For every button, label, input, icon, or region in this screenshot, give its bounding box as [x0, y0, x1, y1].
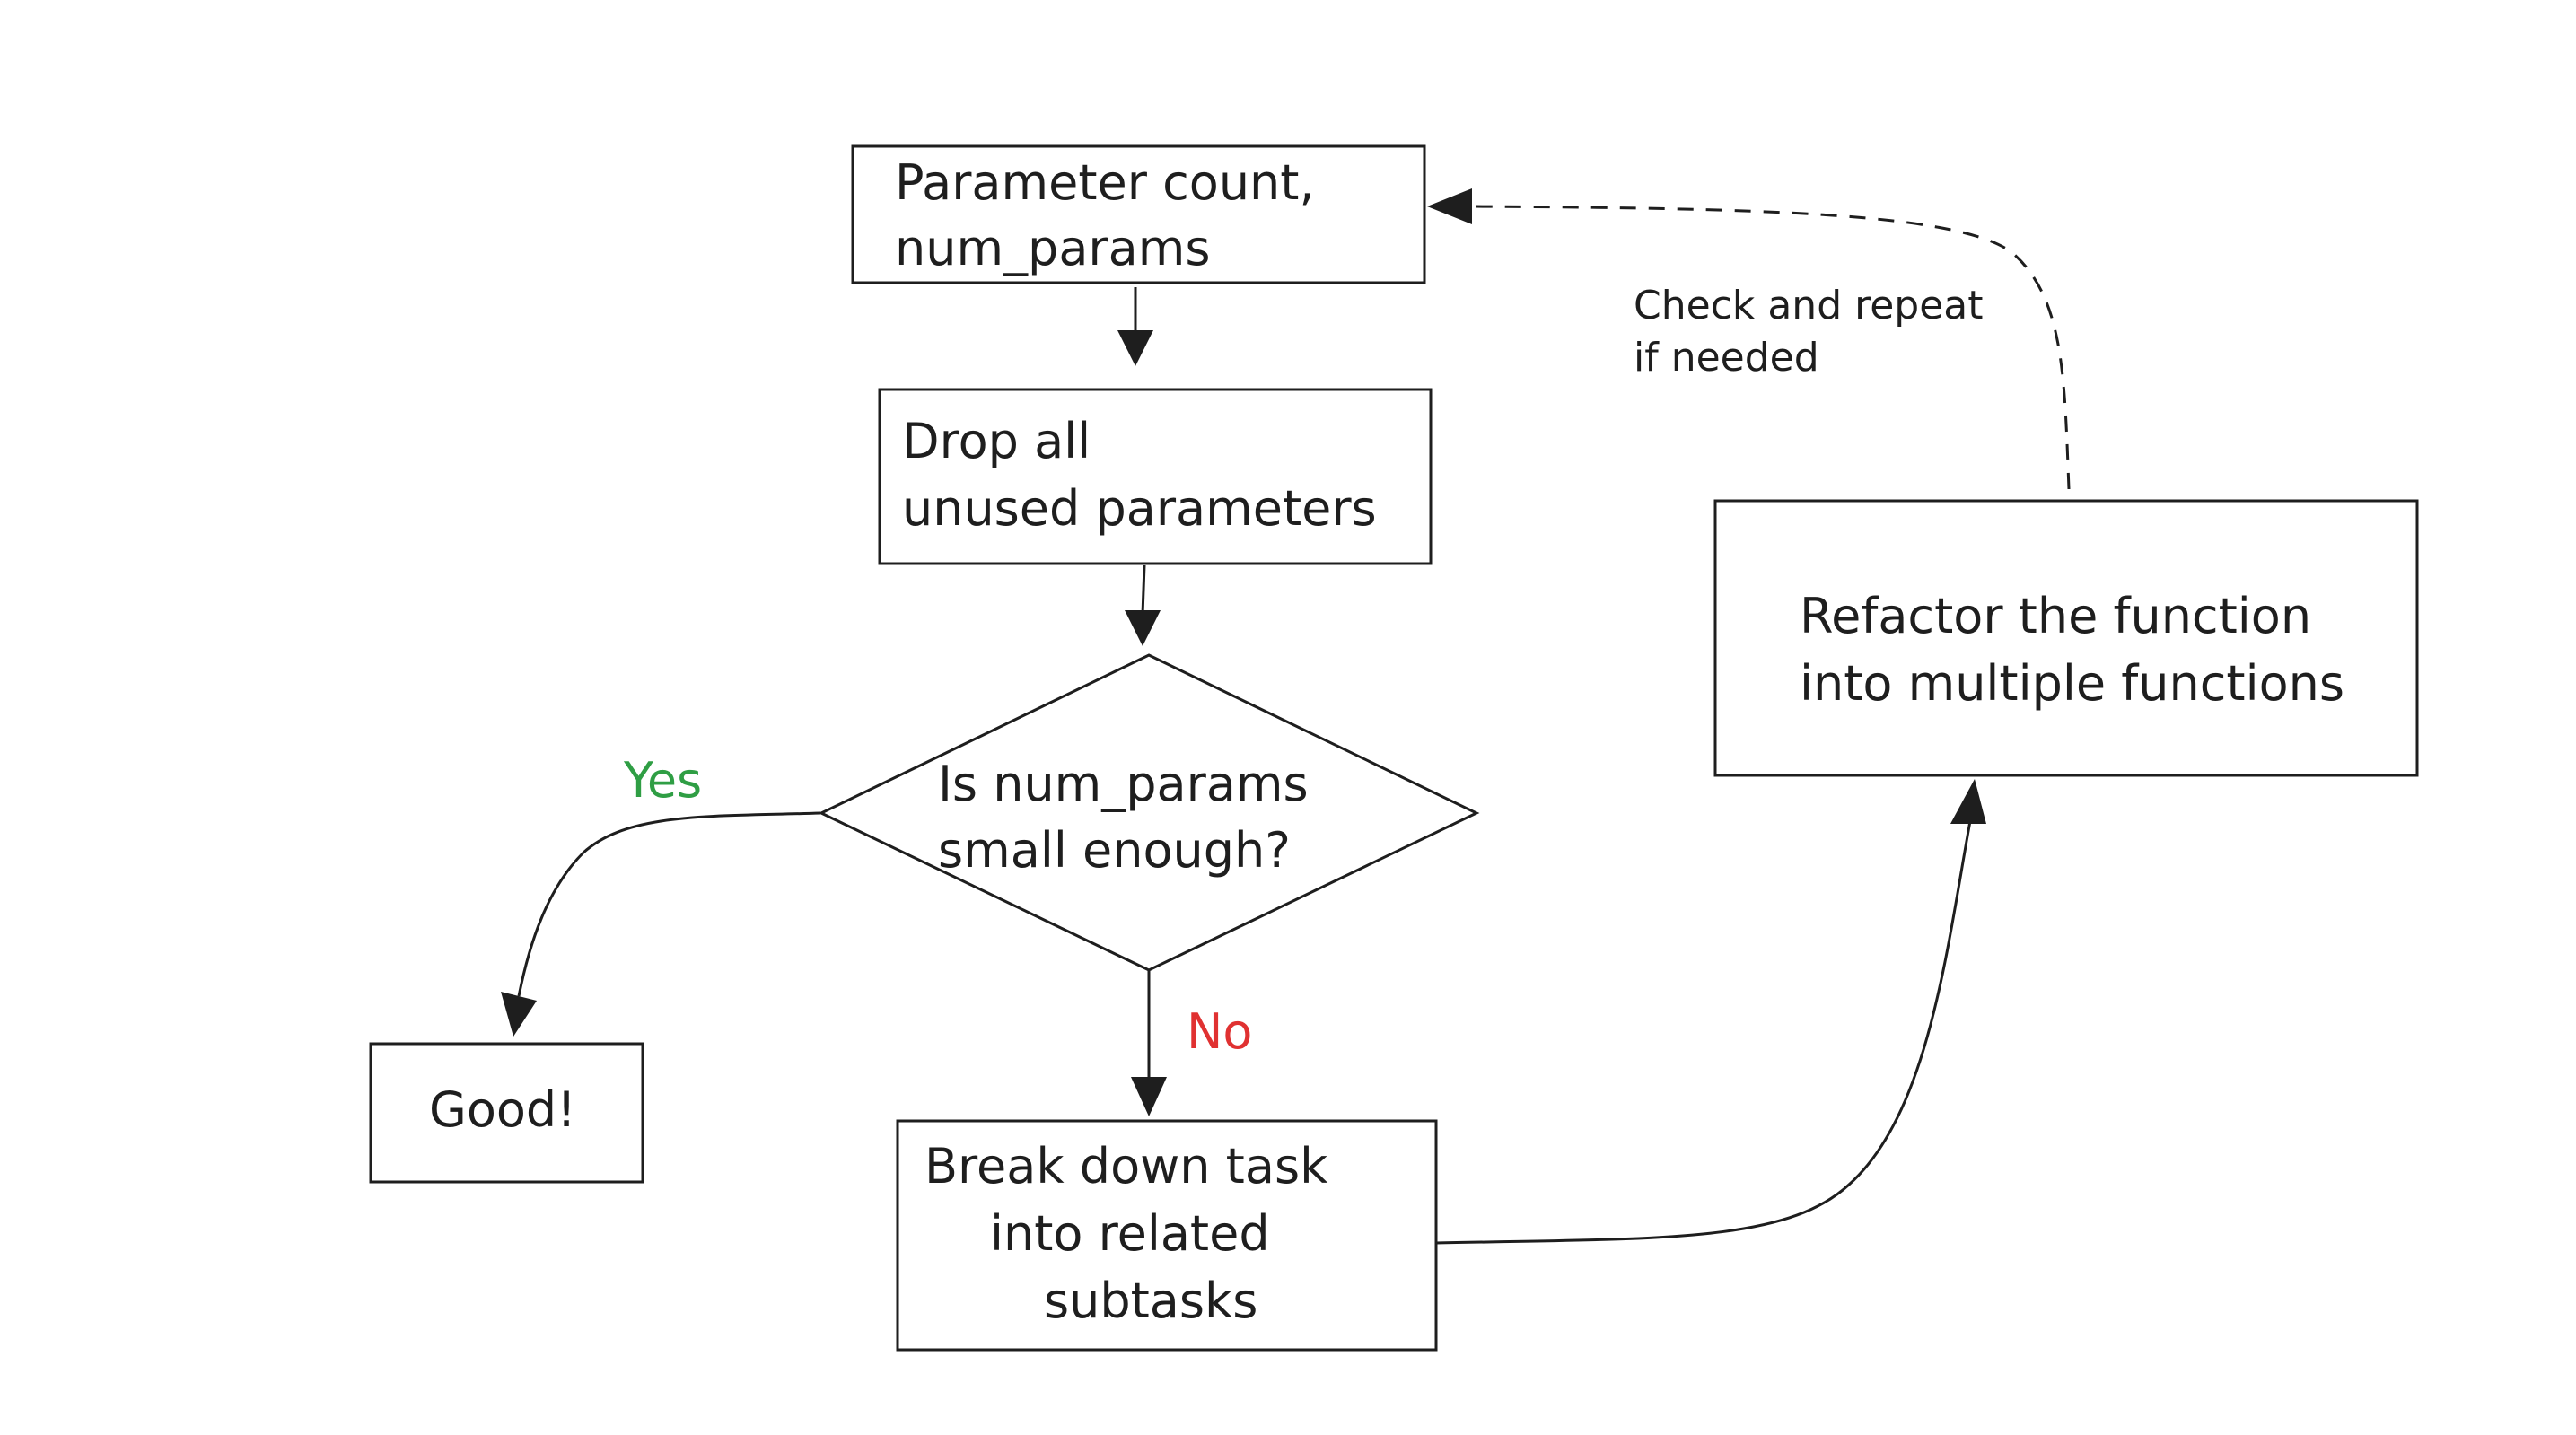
edge-decision-to-good — [501, 811, 821, 1037]
edge-label-loop-line-1: Check and repeat — [1634, 283, 1984, 328]
node-drop-unused-line-2: unused parameters — [902, 480, 1377, 537]
edge-decision-to-breakdown — [1131, 970, 1167, 1116]
node-break-down: Break down task into related subtasks — [896, 1119, 1438, 1352]
node-drop-unused: Drop all unused parameters — [878, 388, 1433, 565]
node-break-down-line-1: Break down task — [924, 1138, 1328, 1194]
node-parameter-count: Parameter count, num_params — [851, 144, 1426, 284]
node-decision-line-2: small enough? — [938, 822, 1291, 879]
edge-label-no: No — [1187, 1003, 1252, 1060]
node-parameter-count-line-1: Parameter count, — [895, 154, 1315, 211]
edge-label-yes: Yes — [623, 752, 702, 809]
node-refactor: Refactor the function into multiple func… — [1713, 499, 2419, 777]
node-break-down-line-3: subtasks — [1044, 1273, 1257, 1329]
edge-param-to-drop — [1117, 287, 1153, 366]
edge-refactor-to-param-dashed — [1427, 188, 2071, 490]
node-decision: Is num_params small enough? — [818, 653, 1480, 972]
node-parameter-count-line-2: num_params — [895, 220, 1210, 276]
node-good-label: Good! — [429, 1081, 576, 1138]
node-decision-line-1: Is num_params — [938, 756, 1309, 812]
node-refactor-line-1: Refactor the function — [1800, 588, 2311, 644]
node-refactor-line-2: into multiple functions — [1800, 655, 2344, 712]
edge-label-loop-line-2: if needed — [1634, 335, 1819, 381]
node-good: Good! — [369, 1042, 644, 1184]
node-drop-unused-line-1: Drop all — [902, 413, 1091, 469]
edge-drop-to-decision — [1125, 564, 1161, 646]
edge-breakdown-to-refactor — [1435, 779, 1986, 1245]
node-break-down-line-2: into related — [990, 1205, 1270, 1262]
